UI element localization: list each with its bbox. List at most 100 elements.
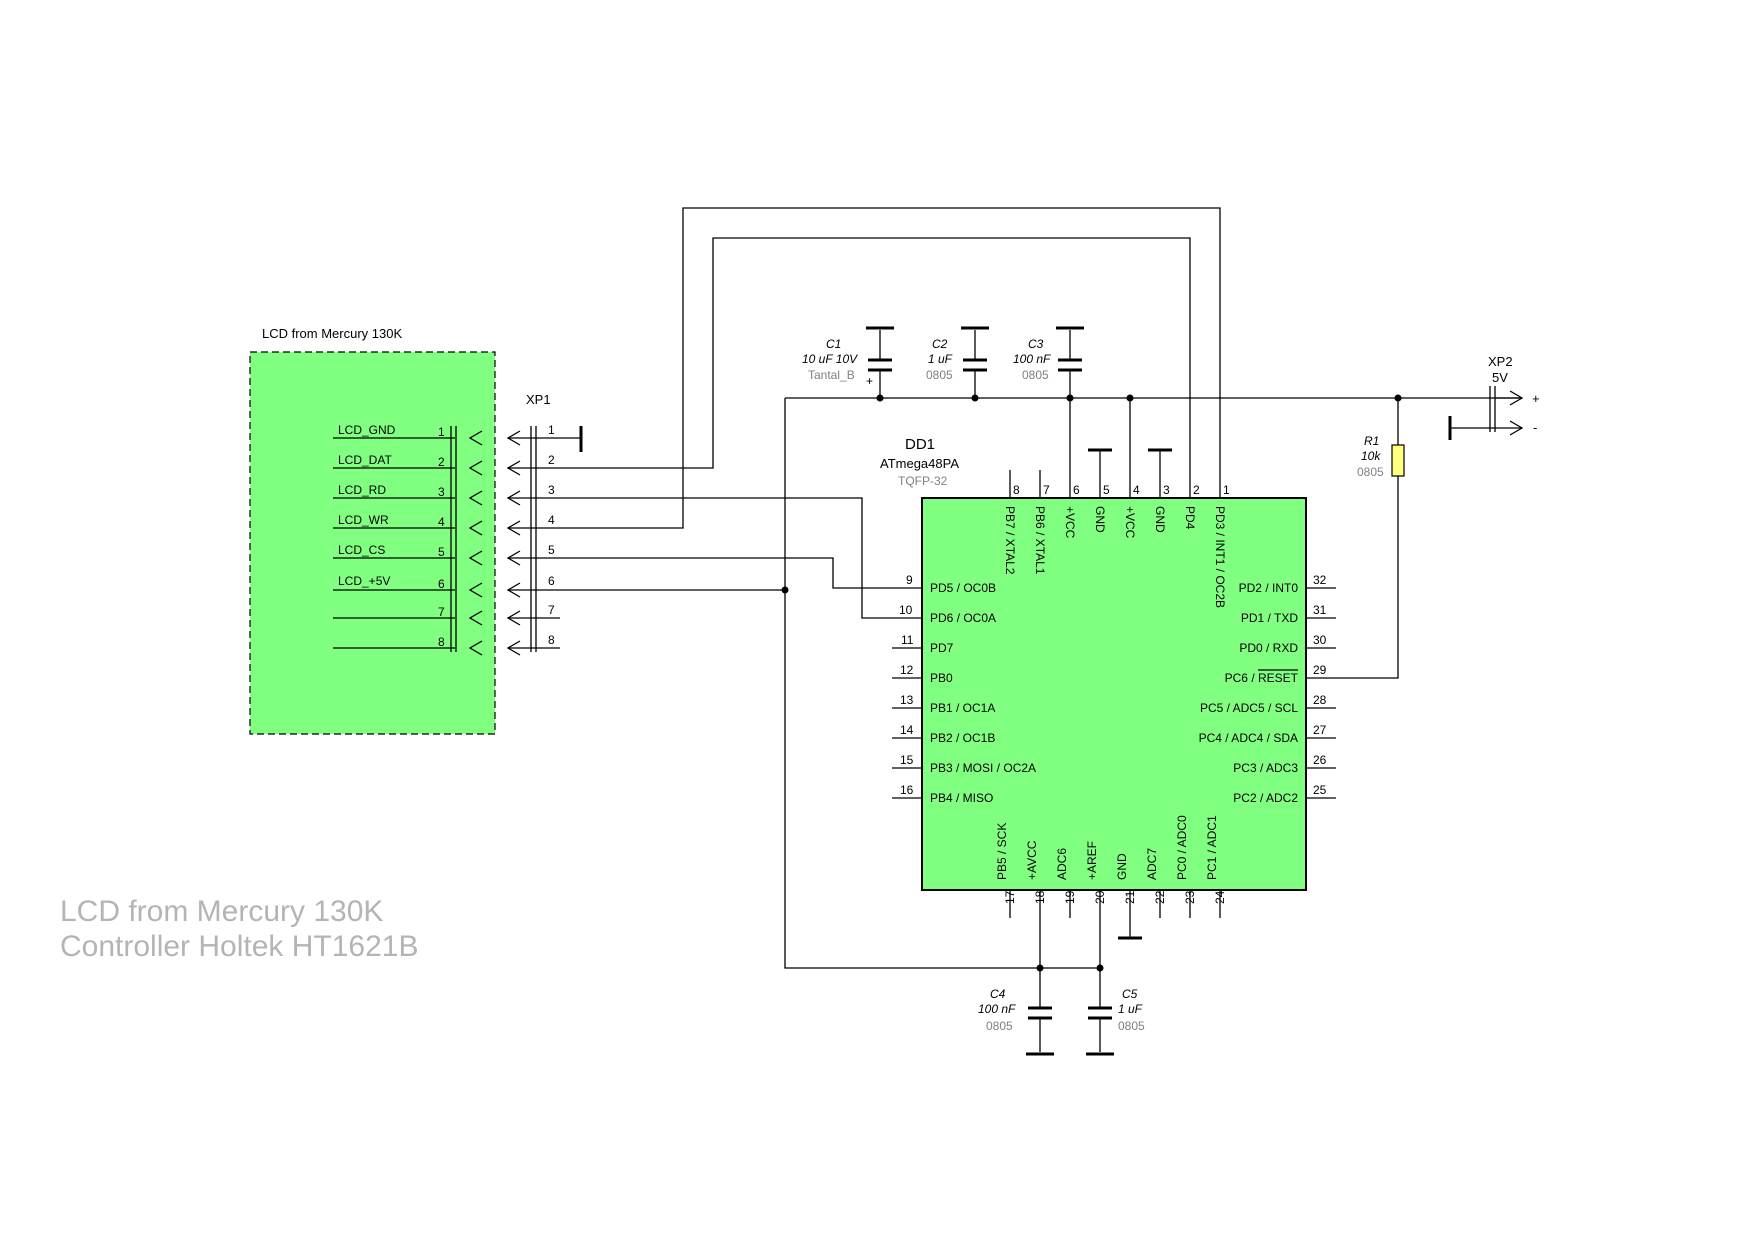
lcd-module: LCD from Mercury 130K (249, 326, 496, 735)
xp2-plus: + (1532, 391, 1540, 406)
dd1-left-pin-numbers: 9 10 11 12 13 14 15 16 (899, 573, 914, 797)
c2-package: 0805 (926, 368, 953, 382)
xp1-pin-number: 7 (548, 603, 555, 617)
dd1-pin-number: 21 (1123, 890, 1137, 904)
dd1-pin-name: PB4 / MISO (930, 791, 993, 805)
dd1-pin-name: PD4 (1183, 506, 1197, 530)
xp2-ref: XP2 (1488, 354, 1513, 369)
c4-ref: C4 (990, 987, 1006, 1001)
c3-value: 100 nF (1013, 352, 1051, 366)
lcd-signal-label: LCD_DAT (338, 453, 392, 467)
c4-package: 0805 (986, 1019, 1013, 1033)
c1-ref: C1 (826, 337, 841, 351)
dd1-pin-name: +VCC (1063, 506, 1077, 539)
capacitor-c2: C2 1 uF 0805 (926, 326, 989, 398)
dd1-ref: DD1 (905, 436, 935, 453)
xp2-minus: - (1533, 420, 1537, 435)
dd1-pin-name: PD1 / TXD (1241, 611, 1298, 625)
dd1-pin-number: 4 (1133, 483, 1140, 497)
c1-polarity: + (866, 374, 873, 388)
resistor-r1: R1 10k 0805 (1357, 434, 1405, 479)
c3-package: 0805 (1022, 368, 1049, 382)
dd1-right-pin-numbers: 32 31 30 29 28 27 26 25 (1313, 573, 1327, 797)
xp1-pin-number: 6 (548, 574, 555, 588)
lcd-title: LCD from Mercury 130K (262, 326, 402, 341)
dd1-pin-name: PC4 / ADC4 / SDA (1199, 731, 1298, 745)
lcd-pin-number: 5 (438, 545, 445, 559)
r1-value: 10k (1361, 449, 1381, 463)
dd1-pin-number: 31 (1313, 603, 1327, 617)
dd1-pin-number: 16 (900, 783, 914, 797)
xp1-pin-number: 3 (548, 483, 555, 497)
dd1-pin-name: PC3 / ADC3 (1233, 761, 1298, 775)
dd1-pin-name: ADC7 (1145, 848, 1159, 880)
dd1-pin-name: PC2 / ADC2 (1233, 791, 1298, 805)
r1-ref: R1 (1364, 434, 1379, 448)
xp1-pin-number: 1 (548, 423, 555, 437)
dd1-pin-number: 27 (1313, 723, 1327, 737)
dd1-pin-number: 14 (900, 723, 914, 737)
lcd-signal-label: LCD_WR (338, 513, 389, 527)
dd1-pin-name: PB1 / OC1A (930, 701, 995, 715)
dd1-pin-number: 26 (1313, 753, 1327, 767)
c5-ref: C5 (1122, 987, 1138, 1001)
xp1-pin-number: 5 (548, 543, 555, 557)
lcd-signal-label: LCD_GND (338, 423, 396, 437)
dd1-bottom-pin-names: PB5 / SCK +AVCC ADC6 +AREF GND ADC7 PC0 … (995, 815, 1219, 880)
c1-package: Tantal_B (808, 368, 855, 382)
dd1-pin-name: PB2 / OC1B (930, 731, 995, 745)
caption-line-2: Controller Holtek HT1621B (60, 930, 419, 963)
lcd-pin-number: 6 (438, 577, 445, 591)
dd1-right-pin-stubs (1306, 587, 1336, 799)
dd1-pin-number: 3 (1163, 483, 1170, 497)
dd1-top-pin-names: PB7 / XTAL2 PB6 / XTAL1 +VCC GND +VCC GN… (1003, 506, 1227, 608)
dd1-pin-name: PC1 / ADC1 (1205, 815, 1219, 880)
dd1-microcontroller: DD1 ATmega48PA TQFP-32 (880, 436, 1307, 891)
dd1-pin-name: PB0 (930, 671, 953, 685)
dd1-pin-name: +AREF (1085, 841, 1099, 880)
dd1-pin-name: PD2 / INT0 (1239, 581, 1299, 595)
dd1-pin-number: 32 (1313, 573, 1327, 587)
dd1-pin-number: 28 (1313, 693, 1327, 707)
dd1-pin-name: PC5 / ADC5 / SCL (1200, 701, 1298, 715)
dd1-pin-name: PC6 / RESET (1225, 671, 1299, 685)
dd1-pin-name: +VCC (1123, 506, 1137, 539)
dd1-pin-name: +AVCC (1025, 840, 1039, 880)
dd1-pin-number: 2 (1193, 483, 1200, 497)
c5-package: 0805 (1118, 1019, 1145, 1033)
c4-value: 100 nF (978, 1002, 1016, 1016)
dd1-pin-number: 22 (1153, 890, 1167, 904)
dd1-pin-number: 25 (1313, 783, 1327, 797)
lcd-signal-label: LCD_RD (338, 483, 386, 497)
dd1-pin-number: 19 (1063, 890, 1077, 904)
dd1-pin-name: PB5 / SCK (995, 823, 1009, 880)
dd1-pin-name: PB7 / XTAL2 (1003, 506, 1017, 575)
dd1-pin-name: GND (1115, 853, 1129, 880)
dd1-pin-number: 24 (1213, 890, 1227, 904)
dd1-pin-number: 13 (900, 693, 914, 707)
dd1-pin-number: 1 (1223, 483, 1230, 497)
c2-ref: C2 (932, 337, 948, 351)
dd1-pin-name: PD5 / OC0B (930, 581, 996, 595)
xp2-value: 5V (1492, 370, 1508, 385)
lcd-pin-numbers: 1 2 3 4 5 6 7 8 (438, 425, 445, 649)
dd1-right-pin-names: PD2 / INT0 PD1 / TXD PD0 / RXD PC6 / RES… (1199, 581, 1299, 805)
dd1-pin-number: 7 (1043, 483, 1050, 497)
lcd-pin-number: 8 (438, 635, 445, 649)
dd1-pin-name: PD7 (930, 641, 954, 655)
lcd-signal-label: LCD_CS (338, 543, 385, 557)
dd1-pin-name: GND (1153, 506, 1167, 533)
capacitor-c4: C4 100 nF 0805 (978, 968, 1054, 1056)
dd1-bottom-pin-stubs (1009, 890, 1221, 940)
c2-value: 1 uF (928, 352, 953, 366)
dd1-pin-name: PD6 / OC0A (930, 611, 996, 625)
lcd-pin-number: 4 (438, 515, 445, 529)
c1-value: 10 uF 10V (802, 352, 858, 366)
c5-value: 1 uF (1118, 1002, 1143, 1016)
capacitor-c3: C3 100 nF 0805 (1013, 326, 1084, 398)
dd1-pin-name: ADC6 (1055, 848, 1069, 880)
xp1-pin-number: 4 (548, 513, 555, 527)
dd1-left-pin-names: PD5 / OC0B PD6 / OC0A PD7 PB0 PB1 / OC1A… (930, 581, 1036, 805)
dd1-top-pin-stubs (1009, 448, 1172, 498)
